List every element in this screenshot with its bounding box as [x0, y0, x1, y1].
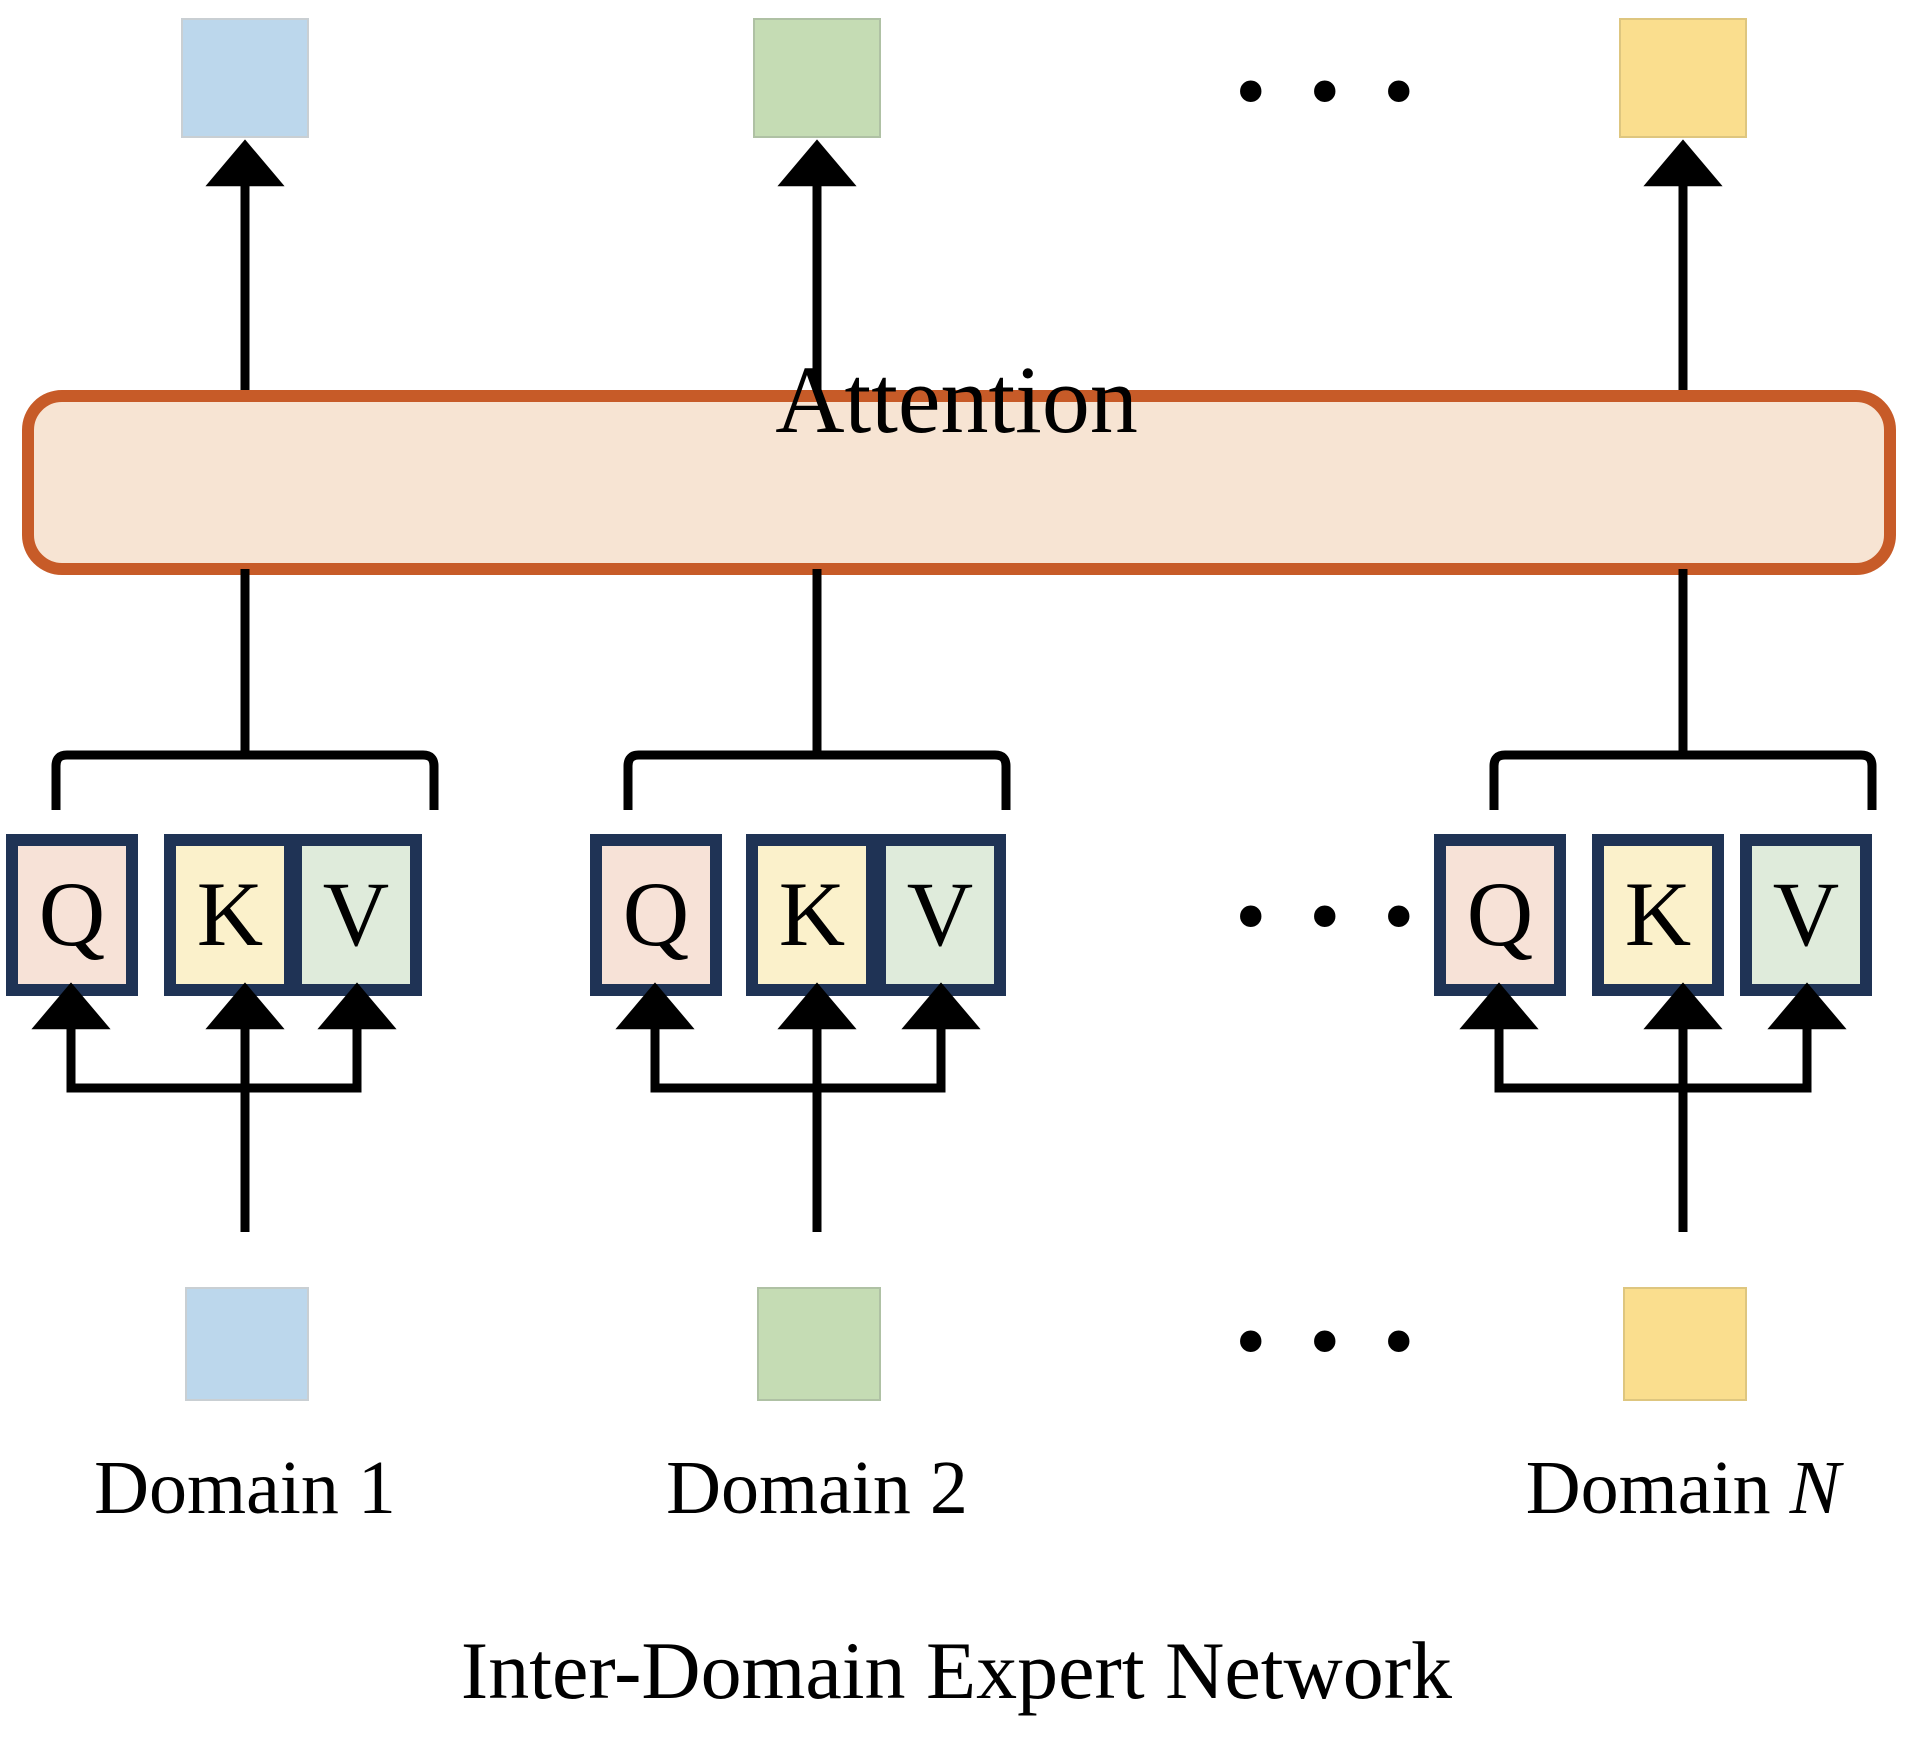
ellipsis-qkv-row: • • •	[1235, 867, 1425, 966]
output-token-domain-2	[753, 18, 881, 138]
input-token-domain-1	[185, 1287, 309, 1401]
domain-label-n-text: Domain	[1525, 1446, 1790, 1530]
qkv-box-q-domain-2[interactable]	[590, 834, 722, 996]
attention-block[interactable]	[22, 390, 1896, 575]
qkv-letter-q-domain-n: Q	[1466, 863, 1534, 965]
qkv-letter-q-domain-1: Q	[38, 863, 106, 965]
fanout-rail-domain-1	[66, 1070, 362, 1093]
bracket-qkv-domain-n	[1489, 750, 1877, 810]
domain-label-n: Domain N	[1483, 1450, 1883, 1526]
attention-label: Attention	[775, 346, 1138, 453]
qkv-letter-k-domain-1: K	[196, 863, 264, 965]
qkv-letter-v-domain-2: V	[906, 863, 974, 965]
domain-label-1-text: Domain 1	[94, 1446, 396, 1530]
figure-caption: Inter-Domain Expert Network	[460, 1625, 1453, 1716]
ellipsis-top-row: • • •	[1235, 42, 1425, 141]
qkv-letter-k-domain-2: K	[778, 863, 846, 965]
fanout-rail-domain-n	[1494, 1070, 1812, 1093]
input-token-domain-2	[757, 1287, 881, 1401]
qkv-letter-k-domain-n: K	[1624, 863, 1692, 965]
bracket-qkv-domain-2	[623, 750, 1011, 810]
qkv-box-q-domain-1[interactable]	[6, 834, 138, 996]
input-token-domain-n	[1623, 1287, 1747, 1401]
qkv-letter-v-domain-1: V	[322, 863, 390, 965]
qkv-box-q-domain-n[interactable]	[1434, 834, 1566, 996]
domain-label-2: Domain 2	[617, 1450, 1017, 1526]
ellipsis-bottom-row: • • •	[1235, 1292, 1425, 1391]
fanout-rail-domain-2	[650, 1070, 946, 1093]
output-token-domain-n	[1619, 18, 1747, 138]
qkv-box-v-domain-2[interactable]	[874, 834, 1006, 996]
output-token-domain-1	[181, 18, 309, 138]
qkv-letter-q-domain-2: Q	[622, 863, 690, 965]
qkv-letter-v-domain-n: V	[1772, 863, 1840, 965]
domain-label-1: Domain 1	[45, 1450, 445, 1526]
domain-label-n-index: N	[1789, 1446, 1841, 1530]
bracket-qkv-domain-1	[51, 750, 439, 810]
domain-label-2-text: Domain 2	[666, 1446, 968, 1530]
